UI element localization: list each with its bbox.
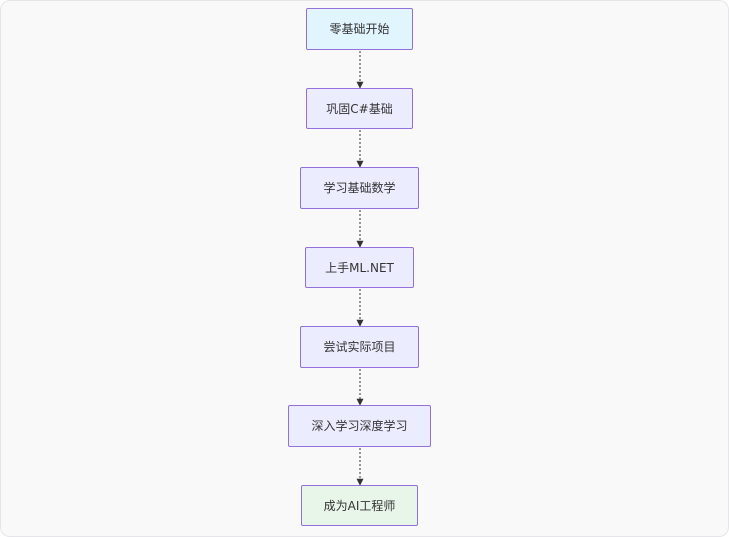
node-mlnet: 上手ML.NET bbox=[305, 247, 414, 288]
node-deep-learning: 深入学习深度学习 bbox=[288, 405, 431, 447]
node-real-projects: 尝试实际项目 bbox=[300, 326, 419, 368]
node-csharp-basics: 巩固C#基础 bbox=[306, 88, 413, 129]
node-ai-engineer: 成为AI工程师 bbox=[301, 485, 418, 526]
node-basic-math: 学习基础数学 bbox=[300, 167, 419, 209]
node-start: 零基础开始 bbox=[306, 8, 413, 50]
